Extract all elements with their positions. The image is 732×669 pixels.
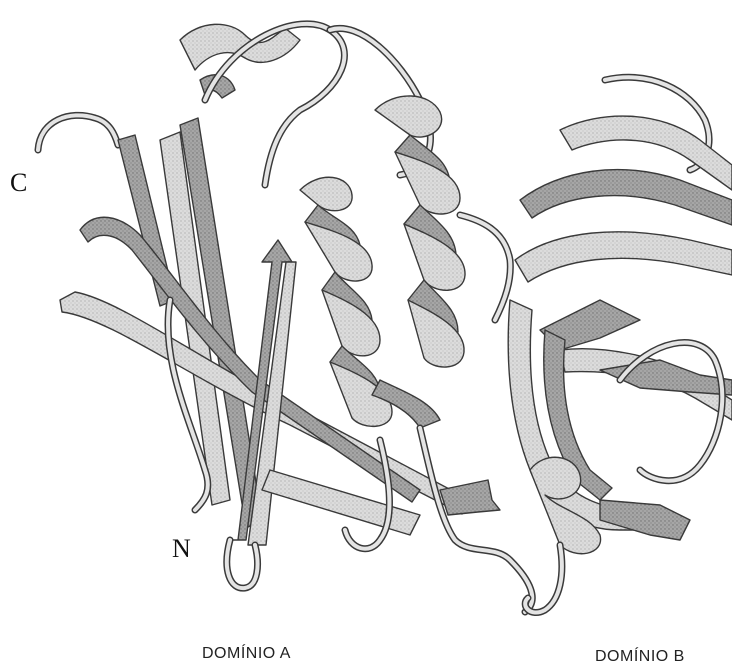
domain-b-bottom-strand bbox=[600, 500, 690, 540]
domain-a-structure bbox=[38, 24, 532, 612]
c-terminal-coil bbox=[38, 115, 118, 150]
domain-b-strand-2 bbox=[520, 170, 732, 225]
alpha-helix-2 bbox=[372, 96, 465, 428]
domain-b-structure bbox=[508, 77, 732, 612]
c-terminus-label: C bbox=[10, 168, 27, 198]
n-terminus-label: N bbox=[172, 534, 191, 564]
domain-b-strand-3 bbox=[515, 232, 732, 282]
beta-strand-arrow-br bbox=[440, 480, 500, 515]
lower-loop-coil bbox=[420, 428, 532, 612]
domain-b-label: DOMÍNIO B bbox=[595, 648, 685, 666]
domain-a-label: DOMÍNIO A bbox=[202, 645, 291, 663]
